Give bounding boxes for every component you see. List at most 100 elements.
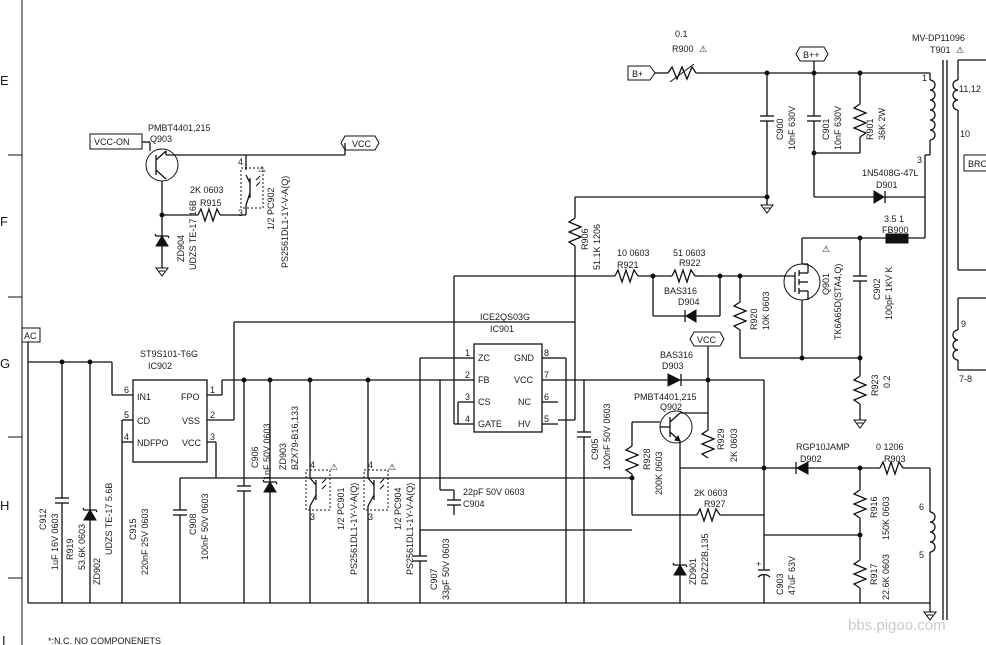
zd904-ref: ZD904 [176, 235, 186, 262]
ic901-pin-nc: NC [518, 397, 531, 407]
r916-value: 150K 0603 [881, 496, 891, 540]
pc902-warning-icon: ⚠ [258, 164, 266, 174]
r920-ref: R920 [749, 308, 759, 330]
grid-row-h: H [0, 498, 9, 513]
c906-zd903: C906 1nF 50V 0603 ZD903 BZX79-B16,133 [237, 377, 300, 603]
t901-pin-7-8: 7-8 [959, 374, 972, 384]
ic902-pin-6: 6 [124, 385, 129, 395]
c900-ref: C900 [775, 118, 785, 140]
c903-polarity: + [756, 559, 761, 569]
pc902-part: PS2561DL1-1Y-V-A(Q) [280, 176, 290, 268]
r903-ref: R903 [884, 454, 906, 464]
ic902-pin-5: 5 [124, 410, 129, 420]
d903-value: BAS316 [660, 350, 693, 360]
r928-r929-r927: R928 200K 0603 R929 2K 0603 2K 0603 R927 [454, 422, 764, 524]
ic901-pin-3: 3 [465, 392, 470, 402]
net-ac-label: AC [24, 331, 37, 341]
c905-ref: C905 [590, 438, 600, 460]
t901-warning-icon: ⚠ [956, 45, 964, 55]
ic901-pin-6: 6 [544, 392, 549, 402]
c901-value: 10nF 630V [833, 106, 843, 150]
c904-c907: 22pF 50V 0603 C904 C907 33pF 50V 0603 [413, 380, 525, 603]
t901-pin-11-12: 11,12 [959, 84, 981, 94]
r923-ref: R923 [870, 374, 880, 396]
net-flag-vcc [340, 135, 380, 151]
ic901: ICE2QS03G IC901 1 2 3 4 ZC FB CS GATE 8 … [458, 312, 558, 433]
r906-value: 51.1K 1206 [592, 224, 602, 270]
q902-ref: Q902 [660, 402, 682, 412]
pc904-ref: 1/2 PC904 [393, 487, 403, 530]
c906-ref: C906 [250, 446, 260, 468]
net-flag-b-plus [627, 65, 656, 81]
r917-value: 22.6K 0603 [881, 554, 891, 600]
d904-value: BAS316 [664, 286, 697, 296]
aux-winding-path: RGP10JAMP D902 0 1206 R903 R916 150K 060… [761, 442, 931, 603]
c904-value: 22pF 50V 0603 [463, 487, 525, 497]
fb900: 3.5 1 FB900 [802, 197, 926, 244]
ic901-pin-1: 1 [465, 348, 470, 358]
ic901-pin-4: 4 [465, 414, 470, 424]
net-vcc-2-label: VCC [697, 335, 717, 345]
net-flag-vcc-2 [689, 331, 725, 347]
ic902-pin-in1: IN1 [137, 392, 151, 402]
r901-ref: R901 [865, 118, 875, 140]
zd902-ref: ZD902 [92, 558, 102, 585]
grid-row-i: I [2, 633, 6, 645]
r900-ref: R900 [672, 44, 694, 54]
d901: 1N5408G-47L D901 [814, 155, 926, 204]
zd904-value: UDZS TE-17 16B [188, 200, 198, 270]
ic902-pin-1: 1 [210, 385, 215, 395]
r917-ref: R917 [869, 563, 879, 585]
net-vcc-label: VCC [352, 139, 372, 149]
ic901-pin-gate: GATE [478, 419, 502, 429]
zd901: ZD901 PDZ22B,135 [672, 515, 710, 603]
c907-ref: C907 [429, 568, 439, 590]
r906-ref: R906 [580, 228, 590, 250]
r920-value: 10K 0603 [761, 291, 771, 330]
d901-ref: D901 [876, 180, 898, 190]
ic902-pin-3: 3 [210, 432, 215, 442]
c915-value: 220nF 25V 0603 [140, 508, 150, 575]
grid-row-f: F [0, 214, 8, 229]
zd901-value: PDZ22B,135 [700, 533, 710, 585]
c903: + C903 47uF 63V [756, 556, 797, 603]
ic901-pin-cs: CS [478, 397, 491, 407]
q902-part: PMBT4401,215 [634, 392, 697, 402]
t901-pin-6: 6 [919, 502, 924, 512]
c900: C900 10nF 630V [760, 73, 797, 214]
r927-ref: R927 [704, 499, 726, 509]
c907-value: 33pF 50V 0603 [441, 538, 451, 600]
ic902-pin-cd: CD [137, 416, 150, 426]
c908-value: 100nF 50V 0603 [200, 493, 210, 560]
ic901-pin-fb: FB [478, 375, 490, 385]
ic902-pin-fpo: FPO [181, 392, 200, 402]
t901-pin-10: 10 [960, 129, 970, 139]
pc904-warning-icon: ⚠ [388, 462, 396, 472]
c908-ref: C908 [188, 513, 198, 535]
ic902-part: ST9S101-T6G [140, 349, 198, 359]
fb900-value: 3.5 1 [884, 214, 904, 224]
ic902-pin-vss: VSS [182, 416, 200, 426]
pc904-pin-3: 3 [368, 512, 373, 522]
pc902-pin-4: 4 [238, 157, 243, 167]
ic902: ST9S101-T6G IC902 6 5 4 IN1 CD NDFPO 1 2… [121, 321, 575, 603]
c902: C902 100pF 1KV K [853, 235, 894, 376]
r906: R906 51.1K 1206 [558, 194, 770, 421]
zd903-value: BZX79-B16,133 [290, 406, 300, 470]
q901-ref: Q901 [821, 273, 831, 295]
c906-value: 1nF 50V 0603 [262, 423, 272, 480]
q901-warning-icon: ⚠ [822, 244, 830, 254]
r901-value: 36K 2W [877, 107, 887, 140]
grid-border: E F G H I [0, 0, 23, 645]
pc904-pin-4: 4 [368, 460, 373, 470]
r922-ref: R922 [679, 258, 701, 268]
c901-r901: C901 10nF 630V R901 36K 2W [807, 73, 887, 197]
c905: C905 100nF 50V 0603 [577, 380, 612, 603]
r900-resistor [667, 65, 697, 81]
r923-value: 0.2 [882, 375, 892, 388]
c902-value: 100pF 1KV K [884, 266, 894, 320]
c904-ref: C904 [463, 499, 485, 509]
ic902-pin-ndfpo: NDFPO [137, 438, 169, 448]
d902-ref: D902 [800, 454, 822, 464]
d903-ref: D903 [662, 361, 684, 371]
